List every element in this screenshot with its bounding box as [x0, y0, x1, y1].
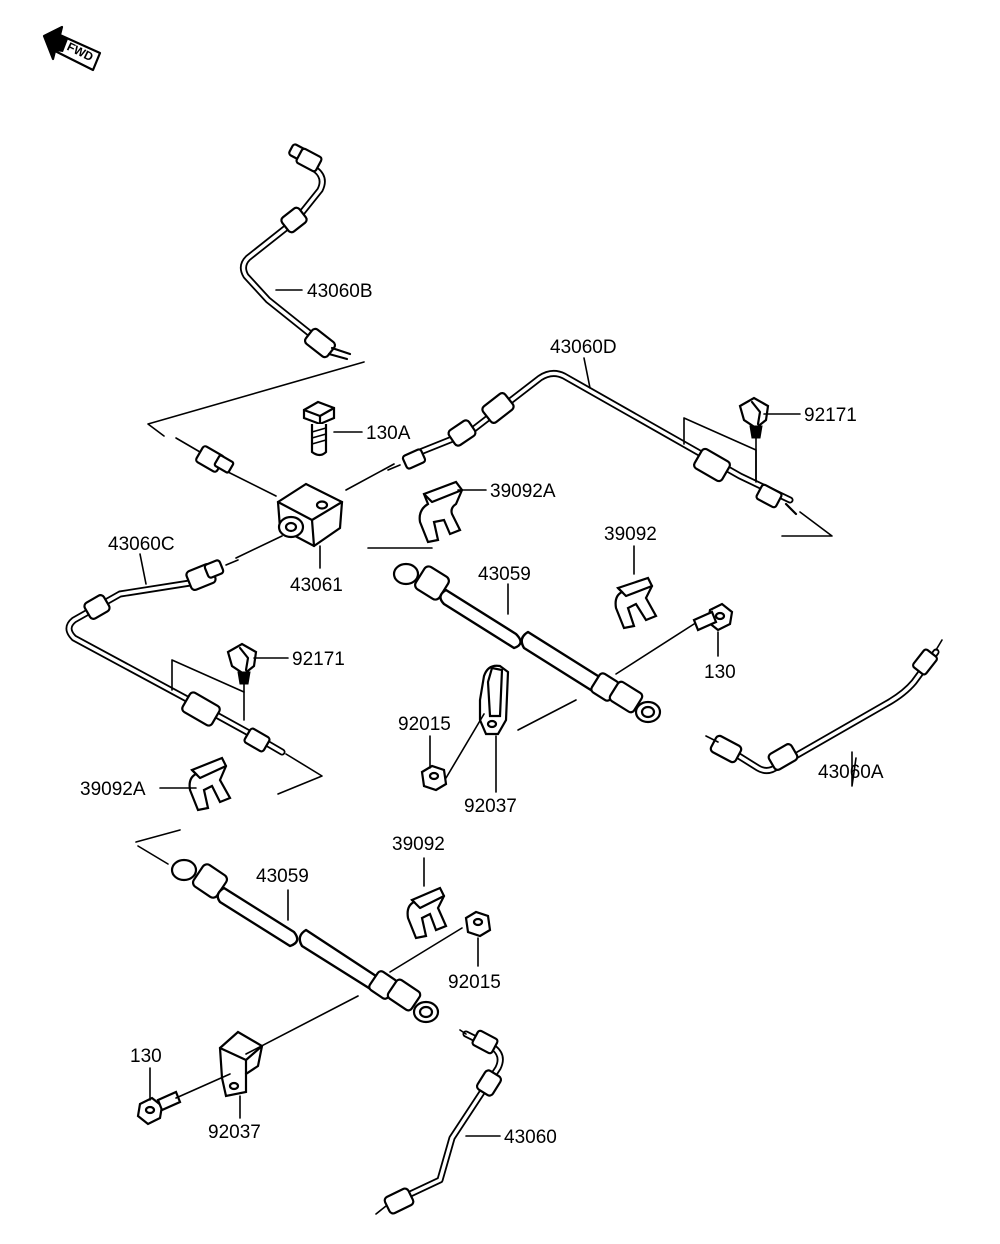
fwd-arrow-icon: FWD	[42, 25, 102, 72]
label-130a: 130A	[366, 423, 411, 444]
brake-hose-43059-upper	[392, 562, 662, 724]
brake-pipe-43060c	[65, 559, 286, 756]
nut-92015-upper	[420, 764, 448, 792]
nut-92015-lower	[464, 910, 492, 938]
label-39092-lower: 39092	[392, 834, 445, 855]
brake-pipe-43060	[375, 1029, 504, 1215]
label-92037-lower: 92037	[208, 1122, 261, 1143]
label-43059-lower: 43059	[256, 866, 309, 887]
bolt-130-upper	[692, 602, 734, 632]
label-43060a: 43060A	[818, 762, 884, 783]
clamp-92171-upper	[738, 396, 770, 481]
label-43060: 43060	[504, 1127, 557, 1148]
label-92171-upper: 92171	[804, 405, 857, 426]
label-92015-upper: 92015	[398, 714, 451, 735]
label-130-upper: 130	[704, 662, 736, 683]
bracket-92037-upper	[478, 664, 510, 736]
clip-39092-upper	[614, 576, 658, 630]
brake-pipe-43060a	[705, 639, 943, 775]
label-43059-upper: 43059	[478, 564, 531, 585]
bolt-130a	[302, 400, 336, 457]
label-43060d: 43060D	[550, 337, 617, 358]
label-130-lower: 130	[130, 1046, 162, 1067]
part-labels: 43060B 43060D 130A 92171 39092A 43060C 4…	[80, 281, 884, 1148]
clip-39092-lower	[406, 886, 448, 940]
clip-39092a-lower	[188, 756, 232, 812]
label-43060b: 43060B	[307, 281, 373, 302]
clip-39092a-upper	[418, 480, 464, 544]
pipe-fitting-left	[175, 437, 235, 474]
label-43060c: 43060C	[108, 534, 175, 555]
assembly-lines	[135, 361, 833, 1099]
leader-lines	[139, 289, 857, 1137]
label-43061: 43061	[290, 575, 343, 596]
bolt-130-lower	[136, 1090, 182, 1126]
bracket-92037-lower	[218, 1030, 264, 1098]
label-92015-lower: 92015	[448, 972, 501, 993]
clamp-92171-lower	[226, 642, 258, 721]
label-39092a-upper: 39092A	[490, 481, 556, 502]
label-39092a-lower: 39092A	[80, 779, 146, 800]
label-39092-upper: 39092	[604, 524, 657, 545]
label-92037-upper: 92037	[464, 796, 517, 817]
brake-hose-43059-lower	[170, 858, 440, 1024]
brake-pipe-43060b	[239, 143, 352, 361]
brake-joint-43061	[276, 482, 344, 548]
brake-pipe-43060d	[387, 369, 798, 516]
label-92171-lower: 92171	[292, 649, 345, 670]
